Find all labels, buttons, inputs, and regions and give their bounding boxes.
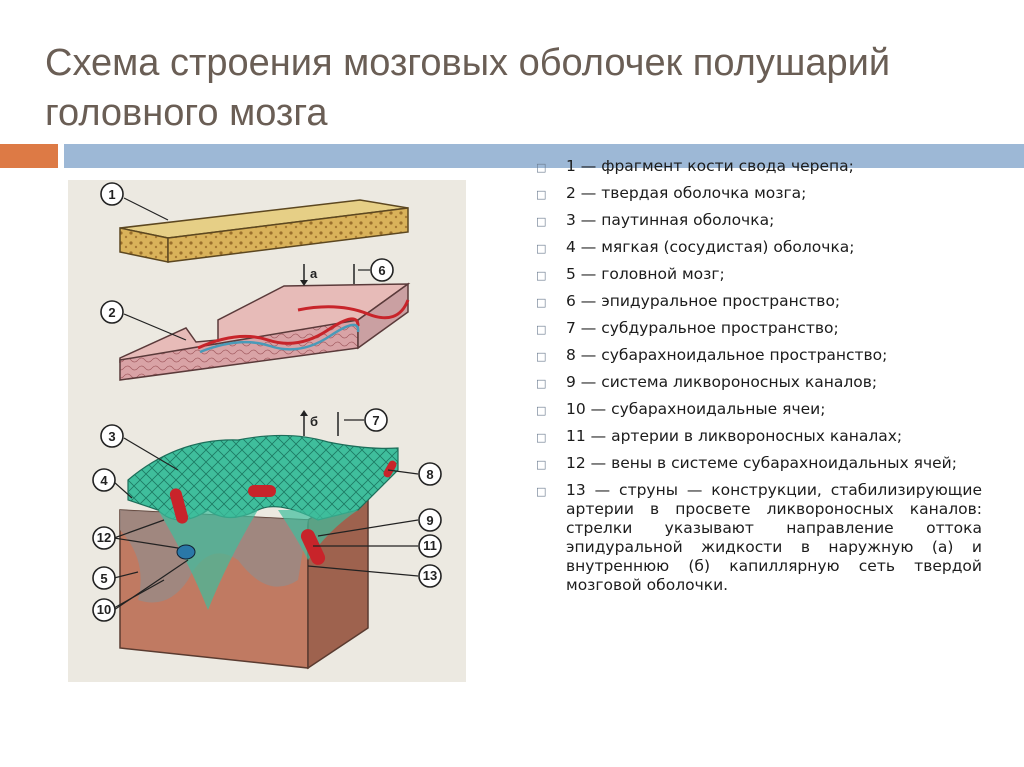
legend-item-text: 11 — артерии в ликвороносных каналах; [566, 427, 903, 445]
bullet-icon: □ [536, 269, 547, 282]
bullet-icon: □ [536, 188, 547, 201]
bullet-icon: □ [536, 485, 547, 498]
dura-mater [119, 282, 411, 381]
callout-13: 13 [418, 564, 442, 588]
bullet-icon: □ [536, 242, 547, 255]
accent-bar-blue [64, 144, 1024, 168]
legend-item-text: 2 — твердая оболочка мозга; [566, 184, 807, 202]
svg-text:13: 13 [423, 568, 437, 583]
callout-1: 1 [100, 182, 124, 206]
legend-item: □ 5 — головной мозг; [536, 265, 982, 284]
callout-5: 5 [92, 566, 116, 590]
svg-text:10: 10 [97, 602, 111, 617]
bullet-icon: □ [536, 296, 547, 309]
meninges-diagram: а б 1 [68, 180, 466, 682]
svg-text:4: 4 [100, 473, 108, 488]
legend-item-text: 6 — эпидуральное пространство; [566, 292, 841, 310]
arachnoid-layer [127, 434, 399, 610]
svg-text:12: 12 [97, 530, 111, 545]
legend-item: □ 3 — паутинная оболочка; [536, 211, 982, 230]
callout-12: 12 [92, 526, 116, 550]
legend-item-text: 4 — мягкая (сосудистая) оболочка; [566, 238, 855, 256]
legend-item: □ 4 — мягкая (сосудистая) оболочка; [536, 238, 982, 257]
callout-4: 4 [92, 468, 116, 492]
vessels [169, 460, 397, 565]
callout-7: 7 [364, 408, 388, 432]
legend-list: □ 1 — фрагмент кости свода черепа; □ 2 — т… [536, 157, 982, 603]
slide-title: Схема строения мозговых оболочек полушар… [45, 42, 891, 134]
svg-text:2: 2 [108, 305, 115, 320]
legend-item: □ 11 — артерии в ликвороносных каналах; [536, 427, 982, 446]
bullet-icon: □ [536, 431, 547, 444]
legend-item-text: 1 — фрагмент кости свода черепа; [566, 157, 854, 175]
legend-item: □ 7 — субдуральное пространство; [536, 319, 982, 338]
bullet-icon: □ [536, 404, 547, 417]
callout-3: 3 [100, 424, 124, 448]
svg-text:9: 9 [426, 513, 433, 528]
legend-item: □ 13 — струны — конструкции, стабилизирую… [536, 481, 982, 595]
callout-10: 10 [92, 598, 116, 622]
arrow-b: б [300, 410, 339, 436]
callout-9: 9 [418, 508, 442, 532]
svg-text:7: 7 [372, 413, 379, 428]
bullet-icon: □ [536, 323, 547, 336]
svg-text:1: 1 [108, 187, 115, 202]
svg-text:11: 11 [423, 538, 437, 553]
legend-item-text: 9 — система ликвороносных каналов; [566, 373, 878, 391]
legend-item: □ 12 — вены в системе субарахноидальных я… [536, 454, 982, 473]
arrow-a: а [300, 264, 355, 286]
legend-item: □ 8 — субарахноидальное пространство; [536, 346, 982, 365]
legend-item-text: 13 — струны — конструкции, стабилизирующ… [566, 481, 982, 594]
leader-lines [113, 197, 419, 611]
svg-text:6: 6 [378, 263, 385, 278]
legend-item-text: 10 — субарахноидальные ячеи; [566, 400, 826, 418]
legend-item-text: 3 — паутинная оболочка; [566, 211, 775, 229]
legend-item-text: 8 — субарахноидальное пространство; [566, 346, 888, 364]
bullet-icon: □ [536, 458, 547, 471]
legend-item: □ 6 — эпидуральное пространство; [536, 292, 982, 311]
callout-8: 8 [418, 462, 442, 486]
accent-bar-orange [0, 144, 58, 168]
callout-6: 6 [370, 258, 394, 282]
bone-fragment [119, 199, 409, 263]
bullet-icon: □ [536, 350, 547, 363]
legend-item-text: 5 — головной мозг; [566, 265, 725, 283]
legend-item: □ 1 — фрагмент кости свода черепа; [536, 157, 982, 176]
bullet-icon: □ [536, 377, 547, 390]
legend-item: □ 10 — субарахноидальные ячеи; [536, 400, 982, 419]
legend-item: □ 9 — система ликвороносных каналов; [536, 373, 982, 392]
svg-text:3: 3 [108, 429, 115, 444]
legend-item: □ 2 — твердая оболочка мозга; [536, 184, 982, 203]
svg-text:а: а [310, 266, 318, 281]
callout-11: 11 [418, 534, 442, 558]
legend-item-text: 7 — субдуральное пространство; [566, 319, 839, 337]
svg-text:5: 5 [100, 571, 107, 586]
bullet-icon: □ [536, 215, 547, 228]
svg-text:8: 8 [426, 467, 433, 482]
legend-item-text: 12 — вены в системе субарахноидальных яч… [566, 454, 957, 472]
bullet-icon: □ [536, 161, 547, 174]
svg-text:б: б [310, 414, 318, 429]
callout-2: 2 [100, 300, 124, 324]
